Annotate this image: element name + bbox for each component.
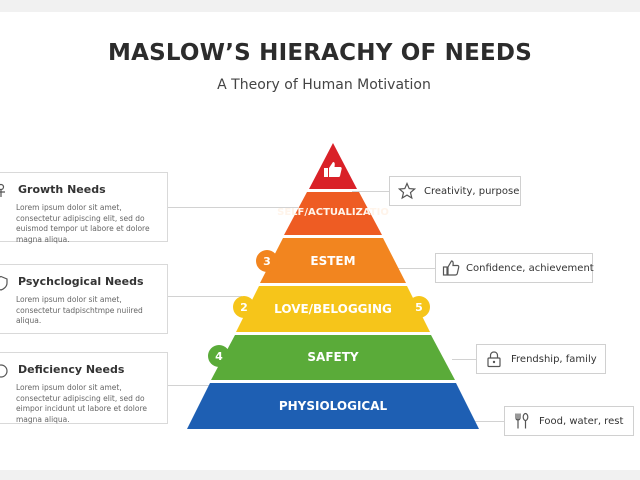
tier-label-love: LOVE/BELOGGING [274, 302, 392, 316]
right-card-label: Frendship, family [511, 353, 597, 365]
number-badge: 2 [233, 296, 255, 318]
connector-line [168, 207, 298, 208]
right-card-label: Food, water, rest [539, 415, 624, 427]
right-card-creativity: Creativity, purpose [389, 176, 521, 206]
left-card-title: Psychclogical Needs [18, 275, 144, 288]
connector-line [352, 191, 390, 192]
star-icon [396, 180, 418, 202]
left-card-body: Lorem ipsum dolor sit amet, consectetur … [16, 203, 150, 244]
tier-label-esteem: ESTEM [310, 254, 356, 268]
connector-line [398, 268, 436, 269]
right-card-food: Food, water, rest [504, 406, 634, 436]
tier-label-self-actualization: SELF/ACTUALIZATIO [277, 207, 389, 218]
left-card-psychological: Psychclogical Needs Lorem ipsum dolor si… [0, 264, 168, 334]
tier-label-physiological: PHYSIOLOGICAL [278, 399, 388, 413]
number-badge: 3 [256, 250, 278, 272]
left-card-body: Lorem ipsum dolor sit amet, consectetur … [16, 383, 147, 424]
right-card-label: Creativity, purpose [424, 185, 520, 197]
pyramid-tier-esteem [260, 238, 406, 283]
connector-line [474, 421, 504, 422]
pyramid-tier-physiological [187, 383, 479, 429]
fork-spoon-icon [511, 410, 533, 432]
tier-label-safety: SAFETY [307, 350, 359, 364]
circle-icon [0, 363, 9, 379]
right-card-friendship: Frendship, family [476, 344, 606, 374]
connector-line [168, 296, 242, 297]
left-card-deficiency: Deficiency Needs Lorem ipsum dolor sit a… [0, 352, 168, 424]
shield-icon [0, 275, 9, 291]
number-badge: 4 [208, 345, 230, 367]
connector-line [168, 385, 220, 386]
left-card-title: Growth Needs [18, 183, 106, 196]
page-subtitle: A Theory of Human Motivation [217, 77, 431, 93]
person-icon [0, 183, 9, 199]
left-card-title: Deficiency Needs [18, 363, 125, 376]
pyramid-tier-safety [211, 335, 455, 380]
lock-icon [483, 348, 505, 370]
right-card-label: Confidence, achievement [466, 262, 594, 274]
pyramid-tier-love [236, 286, 430, 332]
connector-line [452, 359, 476, 360]
left-card-body: Lorem ipsum dolor sit amet, consectetur … [16, 295, 143, 325]
thumbs-up-icon [442, 257, 460, 279]
right-card-confidence: Confidence, achievement [435, 253, 594, 283]
number-badge: 5 [408, 296, 430, 318]
page-title: MASLOW’S HIERACHY OF NEEDS [108, 40, 532, 66]
thumbs-up-icon [324, 162, 342, 177]
left-card-growth: Growth Needs Lorem ipsum dolor sit amet,… [0, 172, 168, 244]
pyramid-tier-self-actualization [284, 192, 382, 235]
